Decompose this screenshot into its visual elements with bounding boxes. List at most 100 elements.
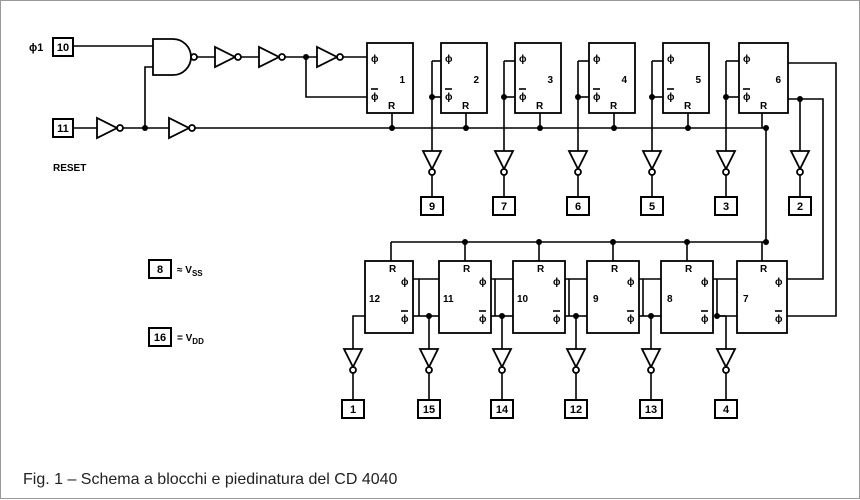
stage-4: 5 ϕ ϕ R 4 xyxy=(588,42,664,216)
junction-dot xyxy=(723,94,729,100)
buffer-bubble xyxy=(428,168,436,176)
phibar-label: ϕ xyxy=(775,314,783,325)
wire xyxy=(352,315,365,349)
phi-label: ϕ xyxy=(775,277,783,288)
reset-inverter-2 xyxy=(168,116,192,140)
junction-dot xyxy=(462,239,468,245)
buffer-bubble xyxy=(647,366,655,374)
output-buffer xyxy=(565,348,587,370)
reset-pin-label: R xyxy=(389,264,397,275)
reset-pin-label: R xyxy=(611,264,619,275)
phi-label: ϕ xyxy=(479,277,487,288)
reset-pin-label: R xyxy=(684,101,692,112)
output-pin-number: 3 xyxy=(723,201,729,213)
stage-number: 7 xyxy=(743,294,749,305)
output-pin-box xyxy=(490,399,514,419)
buffer-bubble xyxy=(425,366,433,374)
output-pin-number: 4 xyxy=(723,404,730,416)
vdd-pin-number: 16 xyxy=(154,332,166,344)
output-pin-number: 5 xyxy=(649,201,655,213)
output-pin-number: 15 xyxy=(423,404,435,416)
stage-9: 12 R ϕ ϕ 9 xyxy=(564,239,640,419)
flip-flop xyxy=(660,260,714,334)
buffer-bubble xyxy=(722,366,730,374)
phibar-label: ϕ xyxy=(519,92,527,103)
reset-pin-label: R xyxy=(462,101,470,112)
junction-dot xyxy=(429,94,435,100)
reset-pin-label: R xyxy=(610,101,618,112)
vdd-pin-box xyxy=(148,327,172,347)
flip-flop xyxy=(440,42,488,114)
output-buffer xyxy=(789,150,811,172)
vss-pin-box xyxy=(148,259,172,279)
buffer-bubble xyxy=(648,168,656,176)
junction-dot xyxy=(536,239,542,245)
clock-label: ϕ1 xyxy=(29,42,43,54)
inverter-bubble xyxy=(278,53,286,61)
stage-number: 5 xyxy=(695,75,701,86)
stage-6: 2 ϕ ϕ R 6 xyxy=(738,42,812,216)
reset-pin-label: R xyxy=(463,264,471,275)
stage-number: 12 xyxy=(369,294,381,305)
wire xyxy=(144,66,153,128)
stage-number: 4 xyxy=(621,75,627,86)
carry-link xyxy=(788,62,837,317)
output-pin-box xyxy=(566,196,590,216)
stage-12: 1 R ϕ ϕ 12 xyxy=(341,242,414,419)
output-pin-number: 2 xyxy=(797,201,803,213)
flip-flop xyxy=(738,42,789,114)
phi-label: ϕ xyxy=(667,54,675,65)
stage-10: 14 R ϕ ϕ 10 xyxy=(490,239,566,419)
output-pin-number: 6 xyxy=(575,201,581,213)
output-buffer xyxy=(421,150,443,172)
stage-5: 3 ϕ ϕ R 5 xyxy=(662,42,739,216)
flip-flop xyxy=(364,260,414,334)
stage-number: 10 xyxy=(517,294,529,305)
phibar-label: ϕ xyxy=(627,314,635,325)
buffer-bubble xyxy=(498,366,506,374)
junction-dot xyxy=(763,239,769,245)
inverter-bubble xyxy=(116,124,124,132)
output-buffer xyxy=(567,150,589,172)
inverter-1 xyxy=(214,45,238,69)
reset-pin-label: R xyxy=(760,101,768,112)
phi-label: ϕ xyxy=(701,277,709,288)
output-buffer xyxy=(491,348,513,370)
phibar-label: ϕ xyxy=(743,92,751,103)
nand-bubble xyxy=(190,53,198,61)
buffer-bubble xyxy=(500,168,508,176)
inverter-bubble xyxy=(188,124,196,132)
phibar-label: ϕ xyxy=(593,92,601,103)
flip-flop xyxy=(366,42,414,114)
flip-flop xyxy=(662,42,710,114)
reset-label: RESET xyxy=(53,163,86,174)
flip-flop xyxy=(586,260,640,334)
output-buffer xyxy=(715,150,737,172)
stage-number: 1 xyxy=(399,75,405,86)
phi-label: ϕ xyxy=(593,54,601,65)
nand-gate xyxy=(152,38,192,76)
buffer-bubble xyxy=(349,366,357,374)
phi-label: ϕ xyxy=(627,277,635,288)
wire xyxy=(305,57,367,98)
phibar-label: ϕ xyxy=(445,92,453,103)
inverter-3 xyxy=(316,45,340,69)
phi-label: ϕ xyxy=(519,54,527,65)
stage-8: 13 R ϕ ϕ 8 xyxy=(639,239,714,419)
output-pin-number: 14 xyxy=(496,404,509,416)
output-buffer xyxy=(715,348,737,370)
junction-dot xyxy=(575,94,581,100)
junction-dot xyxy=(389,125,395,131)
reset-pin-label: R xyxy=(685,264,693,275)
output-pin-number: 12 xyxy=(570,404,582,416)
flip-flop xyxy=(588,42,636,114)
junction-dot xyxy=(685,125,691,131)
inverter-bubble xyxy=(234,53,242,61)
phibar-label: ϕ xyxy=(371,92,379,103)
output-buffer xyxy=(342,348,364,370)
phi-label: ϕ xyxy=(445,54,453,65)
output-pin-box xyxy=(417,399,441,419)
carry-link xyxy=(809,98,824,280)
output-pin-number: 13 xyxy=(645,404,657,416)
